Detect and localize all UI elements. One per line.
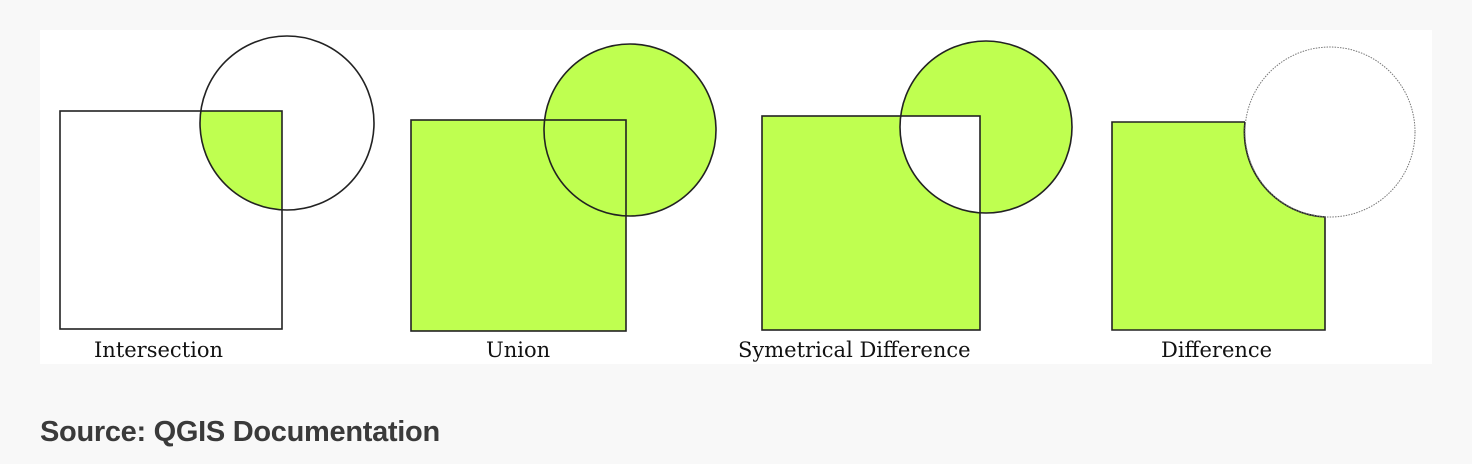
intersection-area [200, 111, 282, 210]
panel-intersection: Intersection [59, 35, 375, 362]
difference-circle-cutout [1245, 47, 1415, 217]
union-circle-outline [543, 43, 717, 217]
union-square-outline [410, 119, 627, 332]
union-circle-fill [544, 44, 716, 216]
overlay-diagram: Intersection Union Symetrical Difference [59, 35, 1416, 362]
intersection-circle-outline [199, 35, 375, 211]
symdiff-square-outline [761, 115, 981, 331]
label-symetrical-difference: Symetrical Difference [738, 338, 971, 362]
label-intersection: Intersection [94, 338, 223, 362]
panel-symetrical-difference: Symetrical Difference [738, 40, 1073, 362]
label-union: Union [486, 338, 550, 362]
symdiff-circle-outline [899, 40, 1073, 214]
panel-union: Union [410, 43, 717, 362]
difference-circle-outline [1244, 46, 1416, 218]
label-difference: Difference [1161, 338, 1272, 362]
intersection-square-outline [59, 110, 283, 330]
overlay-operations-figure: Intersection Union Symetrical Difference [40, 30, 1432, 364]
source-caption: Source: QGIS Documentation [40, 416, 440, 448]
panel-difference: Difference [1111, 46, 1416, 362]
